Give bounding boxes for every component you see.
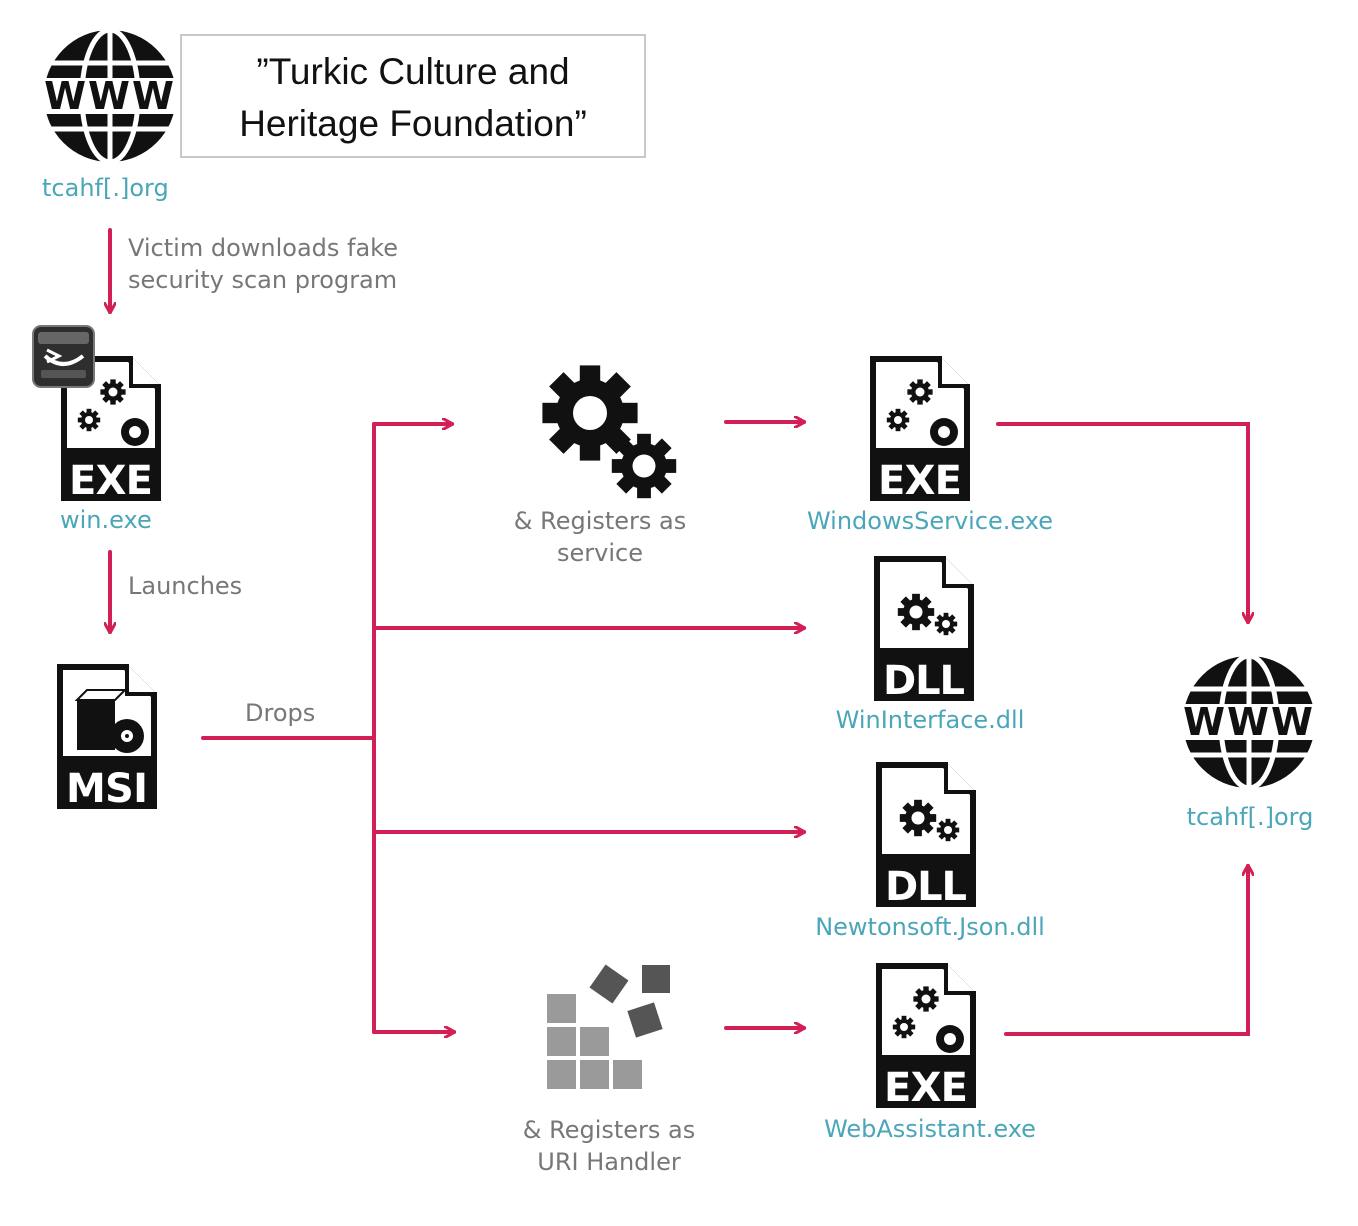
www-globe-icon — [36, 30, 184, 162]
service-caption-line1: & Registers as — [513, 507, 687, 535]
dll-file-icon: DLL — [872, 554, 976, 704]
exe-file-icon: EXE — [874, 961, 978, 1111]
installer-app-icon — [32, 325, 95, 388]
website-right-label: tcahf[.]org — [1186, 803, 1314, 831]
uri-handler-caption-line1: & Registers as — [522, 1116, 696, 1144]
step-download-line1: Victim downloads fake — [128, 234, 398, 262]
registry-icon — [547, 964, 670, 1089]
win-exe-label: win.exe — [60, 506, 152, 534]
exe-file-icon: EXE — [868, 354, 972, 504]
step-download-label: Victim downloads fake security scan prog… — [128, 232, 398, 296]
foundation-name-box: ”Turkic Culture and Heritage Foundation” — [180, 34, 646, 158]
svg-text:EXE: EXE — [878, 458, 962, 504]
exe-file-icon: EXE — [59, 354, 163, 504]
service-caption: & Registers as service — [490, 505, 710, 569]
foundation-name-line1: ”Turkic Culture and — [256, 51, 570, 92]
service-caption-line2: service — [557, 539, 643, 567]
newtonsoft-label: Newtonsoft.Json.dll — [815, 913, 1045, 941]
svg-text:EXE: EXE — [69, 458, 153, 504]
arrow-windowsservice-to-web — [996, 422, 1248, 624]
windows-service-label: WindowsService.exe — [806, 507, 1054, 535]
website-top-label: tcahf[.]org — [42, 174, 169, 202]
svg-text:MSI: MSI — [66, 766, 148, 812]
svg-text:DLL: DLL — [885, 864, 967, 910]
svg-text:DLL: DLL — [883, 658, 965, 704]
svg-text:EXE: EXE — [884, 1065, 968, 1111]
uri-handler-caption: & Registers as URI Handler — [498, 1114, 720, 1178]
webassistant-label: WebAssistant.exe — [824, 1115, 1036, 1143]
uri-handler-caption-line2: URI Handler — [537, 1148, 681, 1176]
arrow-webassistant-to-web — [1004, 864, 1248, 1036]
www-globe-icon — [1175, 656, 1323, 788]
step-download-line2: security scan program — [128, 266, 398, 294]
step-launch-label: Launches — [128, 572, 243, 600]
wininterface-label: WinInterface.dll — [835, 706, 1025, 734]
step-drop-label: Drops — [245, 699, 316, 727]
gears-icon — [542, 365, 677, 499]
foundation-name-line2: Heritage Foundation” — [239, 103, 587, 144]
dll-file-icon: DLL — [874, 760, 978, 910]
msi-file-icon: MSI — [55, 662, 159, 812]
